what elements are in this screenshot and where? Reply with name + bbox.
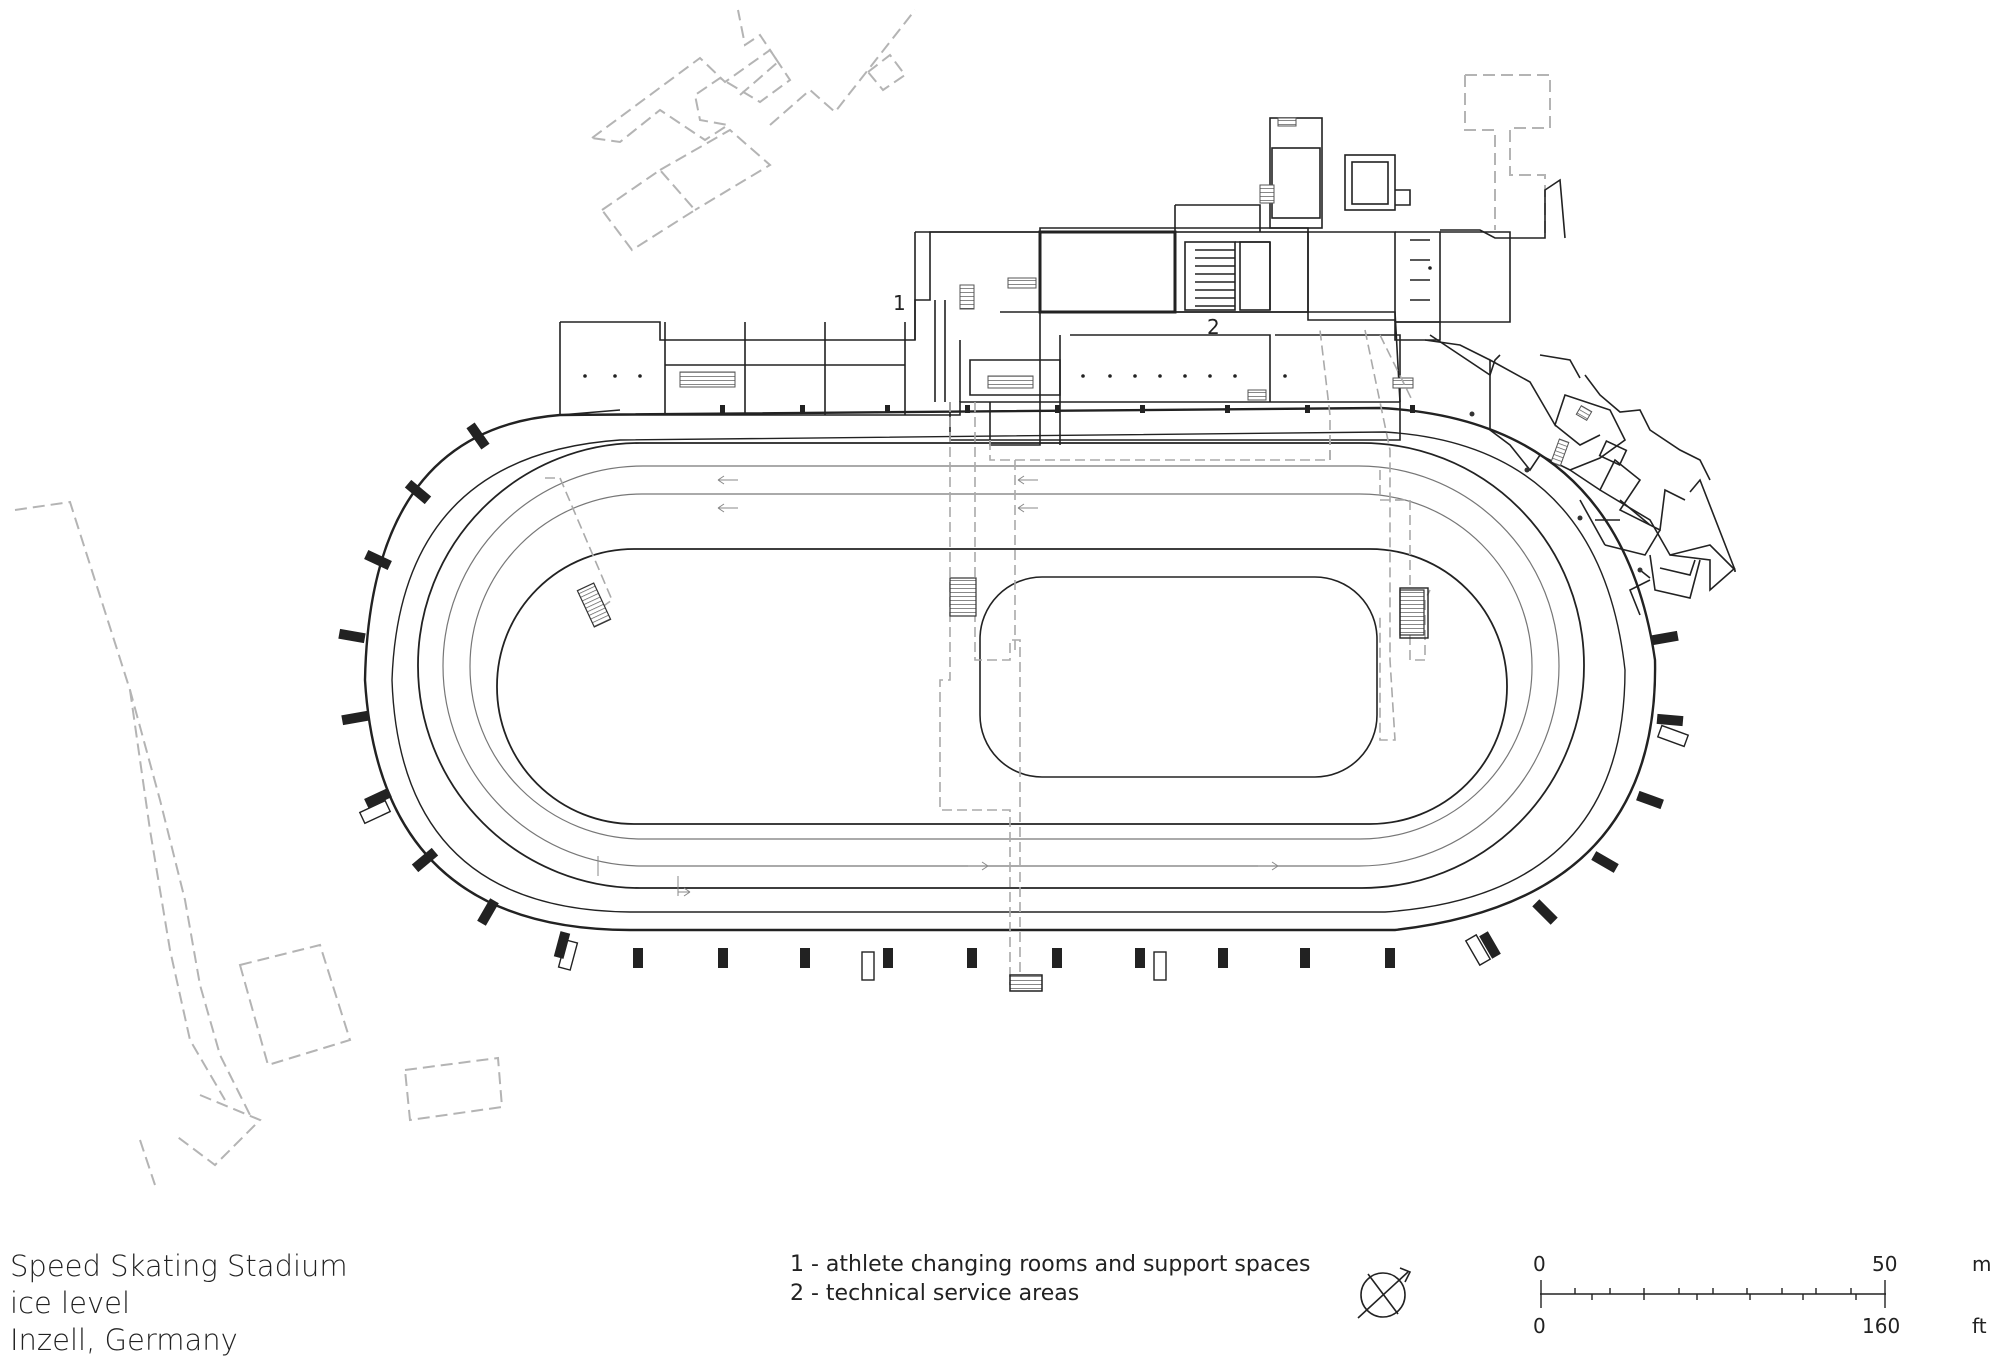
east-wing-stairs — [1550, 404, 1593, 467]
scale-metric-unit: m — [1972, 1252, 1992, 1276]
stadium-buttress-outlines — [358, 724, 1690, 981]
scale-imperial-start: 0 — [1533, 1314, 1546, 1338]
scale-metric-end: 50 — [1872, 1252, 1898, 1276]
legend-item-2: 2 - technical service areas — [790, 1281, 1080, 1306]
legend: 1 - athlete changing rooms and support s… — [790, 1250, 1310, 1308]
building-north — [559, 117, 1511, 446]
east-wing-dots — [1469, 411, 1643, 573]
scale-metric-start: 0 — [1533, 1252, 1546, 1276]
drawing-level: ice level — [10, 1286, 131, 1320]
plan-label-area-1: 1 — [893, 291, 906, 315]
scale-bar — [1540, 1280, 1886, 1308]
drawing-title: Speed Skating Stadium — [10, 1249, 348, 1283]
plan-label-area-2: 2 — [1207, 315, 1220, 339]
context-dashed-outlines — [14, 9, 1551, 1186]
track-stairs — [576, 577, 1425, 992]
service-tunnels — [545, 329, 1431, 985]
stadium-track-markers — [597, 475, 1279, 897]
building-stairs — [679, 117, 1414, 401]
drawing-location: Inzell, Germany — [10, 1323, 238, 1357]
scale-imperial-unit: ft — [1972, 1314, 1987, 1338]
scale-imperial-end: 160 — [1862, 1314, 1901, 1338]
legend-item-1: 1 - athlete changing rooms and support s… — [790, 1252, 1311, 1277]
north-arrow-icon — [1357, 1267, 1412, 1319]
stadium-track-lanes — [417, 442, 1585, 889]
building-east-wing — [1424, 178, 1736, 616]
stadium-buttresses — [338, 422, 1684, 968]
title-block: Speed Skating Stadium ice level Inzell, … — [10, 1248, 348, 1359]
track-stairs-outline — [1009, 587, 1429, 992]
building-column-dots — [583, 266, 1432, 378]
